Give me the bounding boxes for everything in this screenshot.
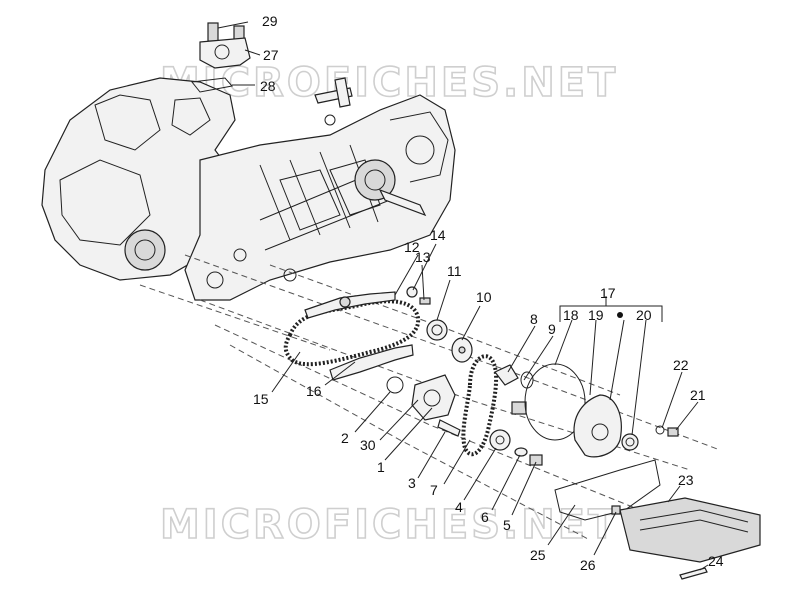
callout-21: 21 [690,387,706,403]
callout-13: 13 [415,249,431,265]
callout-11: 11 [447,263,462,279]
watermark-bottom: MICROFICHES.NET [160,502,618,548]
callout-2: 2 [341,430,349,446]
callout-20: 20 [636,307,652,323]
callout-18: 18 [563,307,579,323]
engine-crankcase [41,77,456,301]
timing-chain-assembly [283,286,761,580]
callout-12: 12 [404,239,420,255]
callout-1: 1 [377,459,385,475]
leader-lines [217,21,709,571]
callout-14: 14 [430,227,446,243]
callout-30: 30 [360,437,376,453]
watermark-top: MICROFICHES.NET [160,60,618,106]
callout-22: 22 [673,357,689,373]
callout-24: 24 [708,553,724,569]
callout-28: 28 [260,78,276,94]
callout-29: 29 [262,13,278,29]
callout-numbers: 29 27 28 12 14 13 11 10 15 16 2 30 1 3 7… [253,13,724,573]
callout-8: 8 [530,311,538,327]
callout-9: 9 [548,321,556,337]
callout-23: 23 [678,472,694,488]
callout-10: 10 [476,289,492,305]
callout-16: 16 [306,383,322,399]
callout-27: 27 [263,47,279,63]
callout-26: 26 [580,557,596,573]
group-bracket-17 [559,305,663,322]
callout-19: 19 [588,307,604,323]
tensioner-cap-assembly [191,22,251,93]
callout-17: 17 [600,285,616,301]
callout-3: 3 [408,475,416,491]
callout-7: 7 [430,482,438,498]
callout-6: 6 [481,509,489,525]
callout-15: 15 [253,391,269,407]
callout-25: 25 [530,547,546,563]
assembly-dot-marker [617,312,623,318]
callout-5: 5 [503,517,511,533]
callout-4: 4 [455,499,463,515]
